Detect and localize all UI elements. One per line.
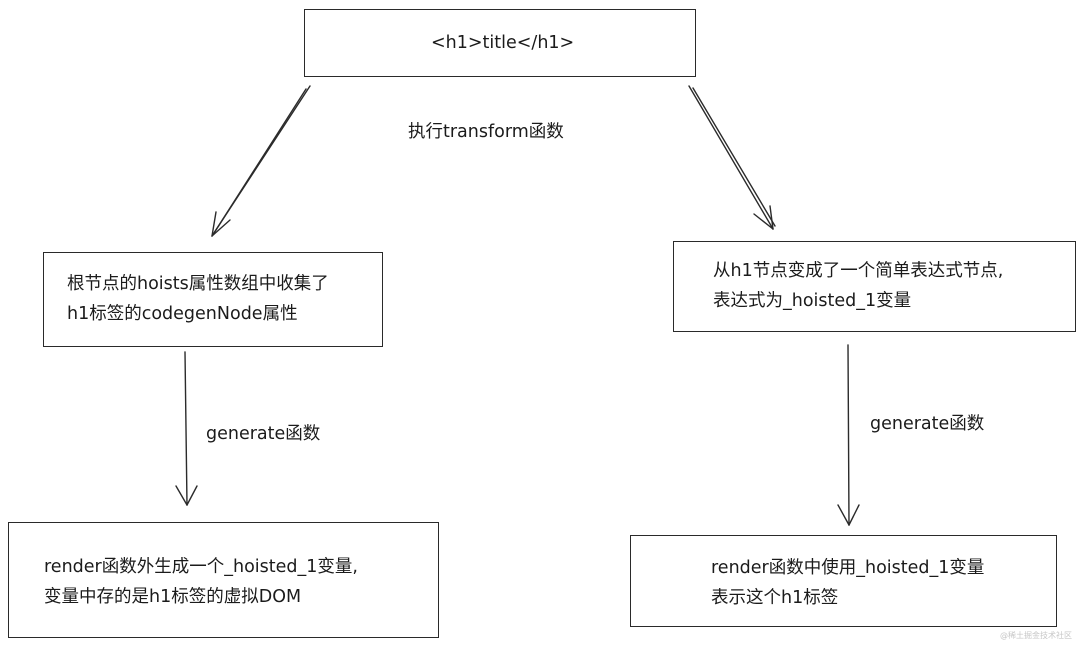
- node-root: <h1>title</h1>: [304, 9, 696, 77]
- node-left-bottom-line-1: render函数外生成一个_hoisted_1变量,: [44, 557, 358, 577]
- edge-label-generate-left: generate函数: [206, 424, 321, 444]
- edge-label-generate-right: generate函数: [870, 414, 985, 434]
- arrow-root-to-right: [688, 85, 776, 230]
- node-right-top: 从h1节点变成了一个简单表达式节点, 表达式为_hoisted_1变量: [673, 241, 1076, 332]
- node-right-top-line-1: 从h1节点变成了一个简单表达式节点,: [713, 261, 1004, 281]
- node-left-bottom: render函数外生成一个_hoisted_1变量, 变量中存的是h1标签的虚拟…: [8, 522, 439, 638]
- arrow-right-generate: [837, 344, 860, 526]
- arrow-root-to-left: [211, 85, 311, 237]
- node-right-bottom-line-1: render函数中使用_hoisted_1变量: [711, 558, 985, 578]
- arrow-left-generate: [175, 351, 198, 506]
- node-left-top-line-2: h1标签的codegenNode属性: [67, 304, 298, 324]
- watermark: @稀土掘金技术社区: [1000, 631, 1072, 640]
- node-root-text: <h1>title</h1>: [431, 33, 575, 53]
- node-right-bottom: render函数中使用_hoisted_1变量 表示这个h1标签: [630, 535, 1057, 627]
- node-right-bottom-line-2: 表示这个h1标签: [711, 588, 839, 608]
- node-left-top-line-1: 根节点的hoists属性数组中收集了: [67, 274, 329, 294]
- node-left-top: 根节点的hoists属性数组中收集了 h1标签的codegenNode属性: [43, 252, 383, 347]
- edge-label-transform: 执行transform函数: [408, 122, 564, 142]
- node-left-bottom-line-2: 变量中存的是h1标签的虚拟DOM: [44, 587, 302, 607]
- node-right-top-line-2: 表达式为_hoisted_1变量: [713, 291, 912, 311]
